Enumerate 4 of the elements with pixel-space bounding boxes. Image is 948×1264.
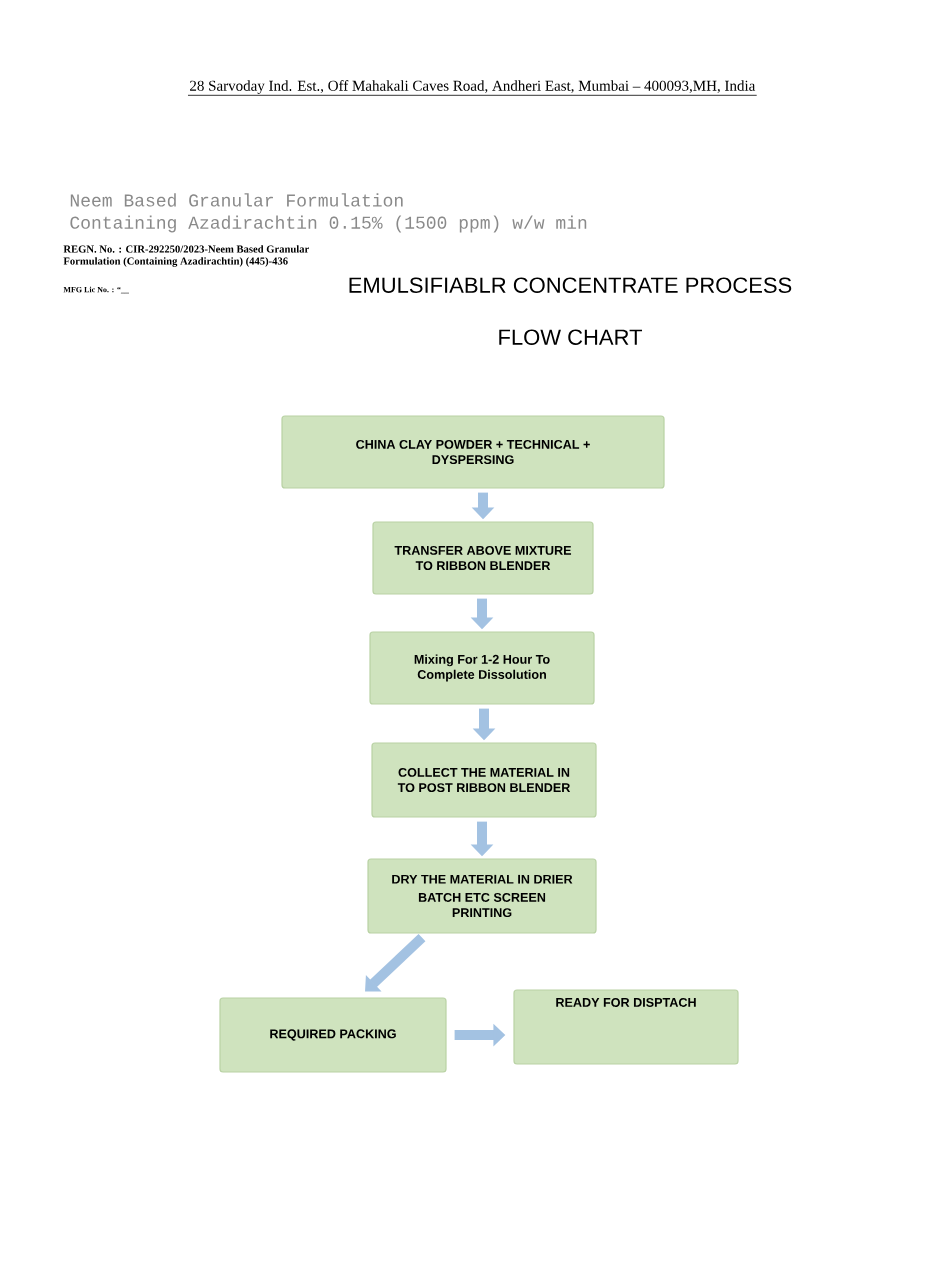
title: EMULSIFIABLR CONCENTRATE PROCESS FLOW CHART <box>349 277 792 345</box>
arrow <box>365 933 426 992</box>
formulation-text: Containing Azadirachtin 0.15% (1500 ppm) w/w min <box>70 215 587 233</box>
formulation-text: Neem Based Granular Formulation <box>70 193 403 207</box>
